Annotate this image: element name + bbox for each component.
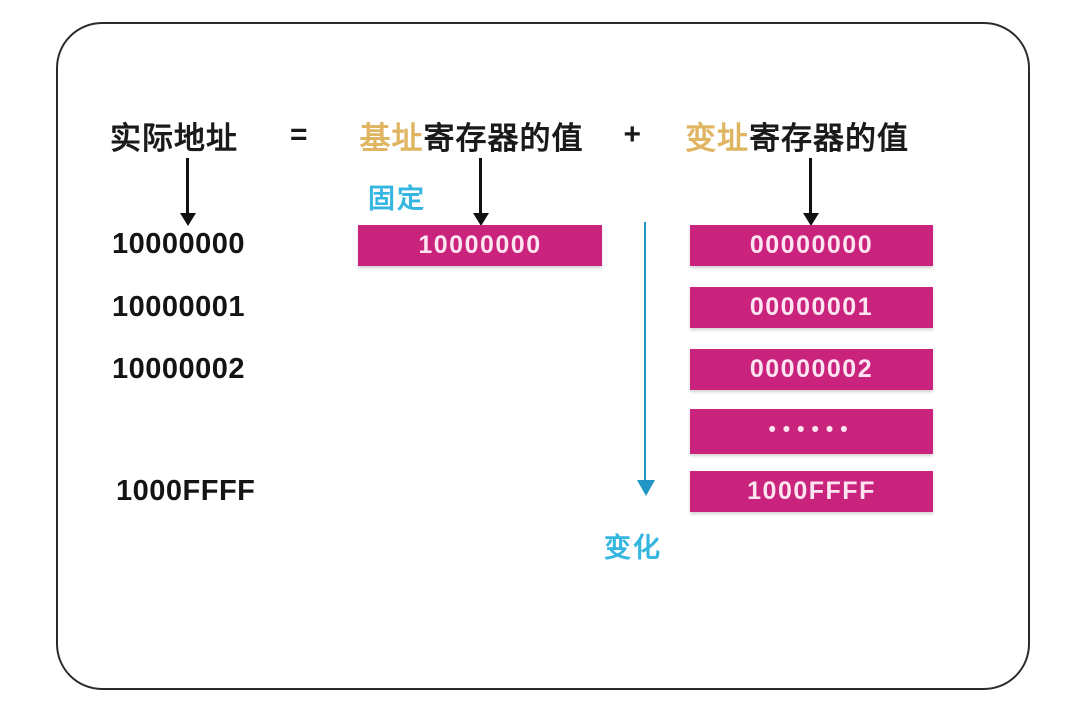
arrow-changing-down-icon [634, 222, 658, 497]
formula-base-keyword: 基址 [359, 120, 424, 156]
formula-plus-sign: + [623, 118, 642, 151]
formula-base-suffix: 寄存器的值 [423, 120, 584, 156]
address-value-3: 1000FFFF [116, 475, 256, 507]
address-value-1: 10000001 [112, 291, 246, 323]
base-register-box-0: 10000000 [358, 225, 602, 266]
arrow-index-register-down-icon [800, 158, 822, 226]
index-register-box-4: 1000FFFF [690, 471, 933, 512]
arrow-actual-address-down-icon [177, 158, 199, 226]
index-register-box-3: •••••• [690, 409, 933, 454]
index-register-box-1: 00000001 [690, 287, 933, 328]
formula-header: 实际地址 = 基址寄存器的值 + 变址寄存器的值 [110, 112, 909, 158]
formula-equals-sign: = [290, 118, 308, 151]
formula-actual-address: 实际地址 [110, 120, 238, 156]
arrow-base-register-down-icon [470, 158, 492, 226]
address-value-0: 10000000 [112, 228, 246, 260]
formula-index-suffix: 寄存器的值 [749, 120, 910, 156]
label-fixed: 固定 [368, 184, 426, 214]
diagram-frame [56, 22, 1030, 690]
index-register-box-0: 00000000 [690, 225, 933, 266]
address-value-2: 10000002 [112, 353, 246, 385]
index-register-box-2: 00000002 [690, 349, 933, 390]
label-changing: 变化 [604, 533, 662, 563]
formula-index-keyword: 变址 [685, 120, 750, 156]
